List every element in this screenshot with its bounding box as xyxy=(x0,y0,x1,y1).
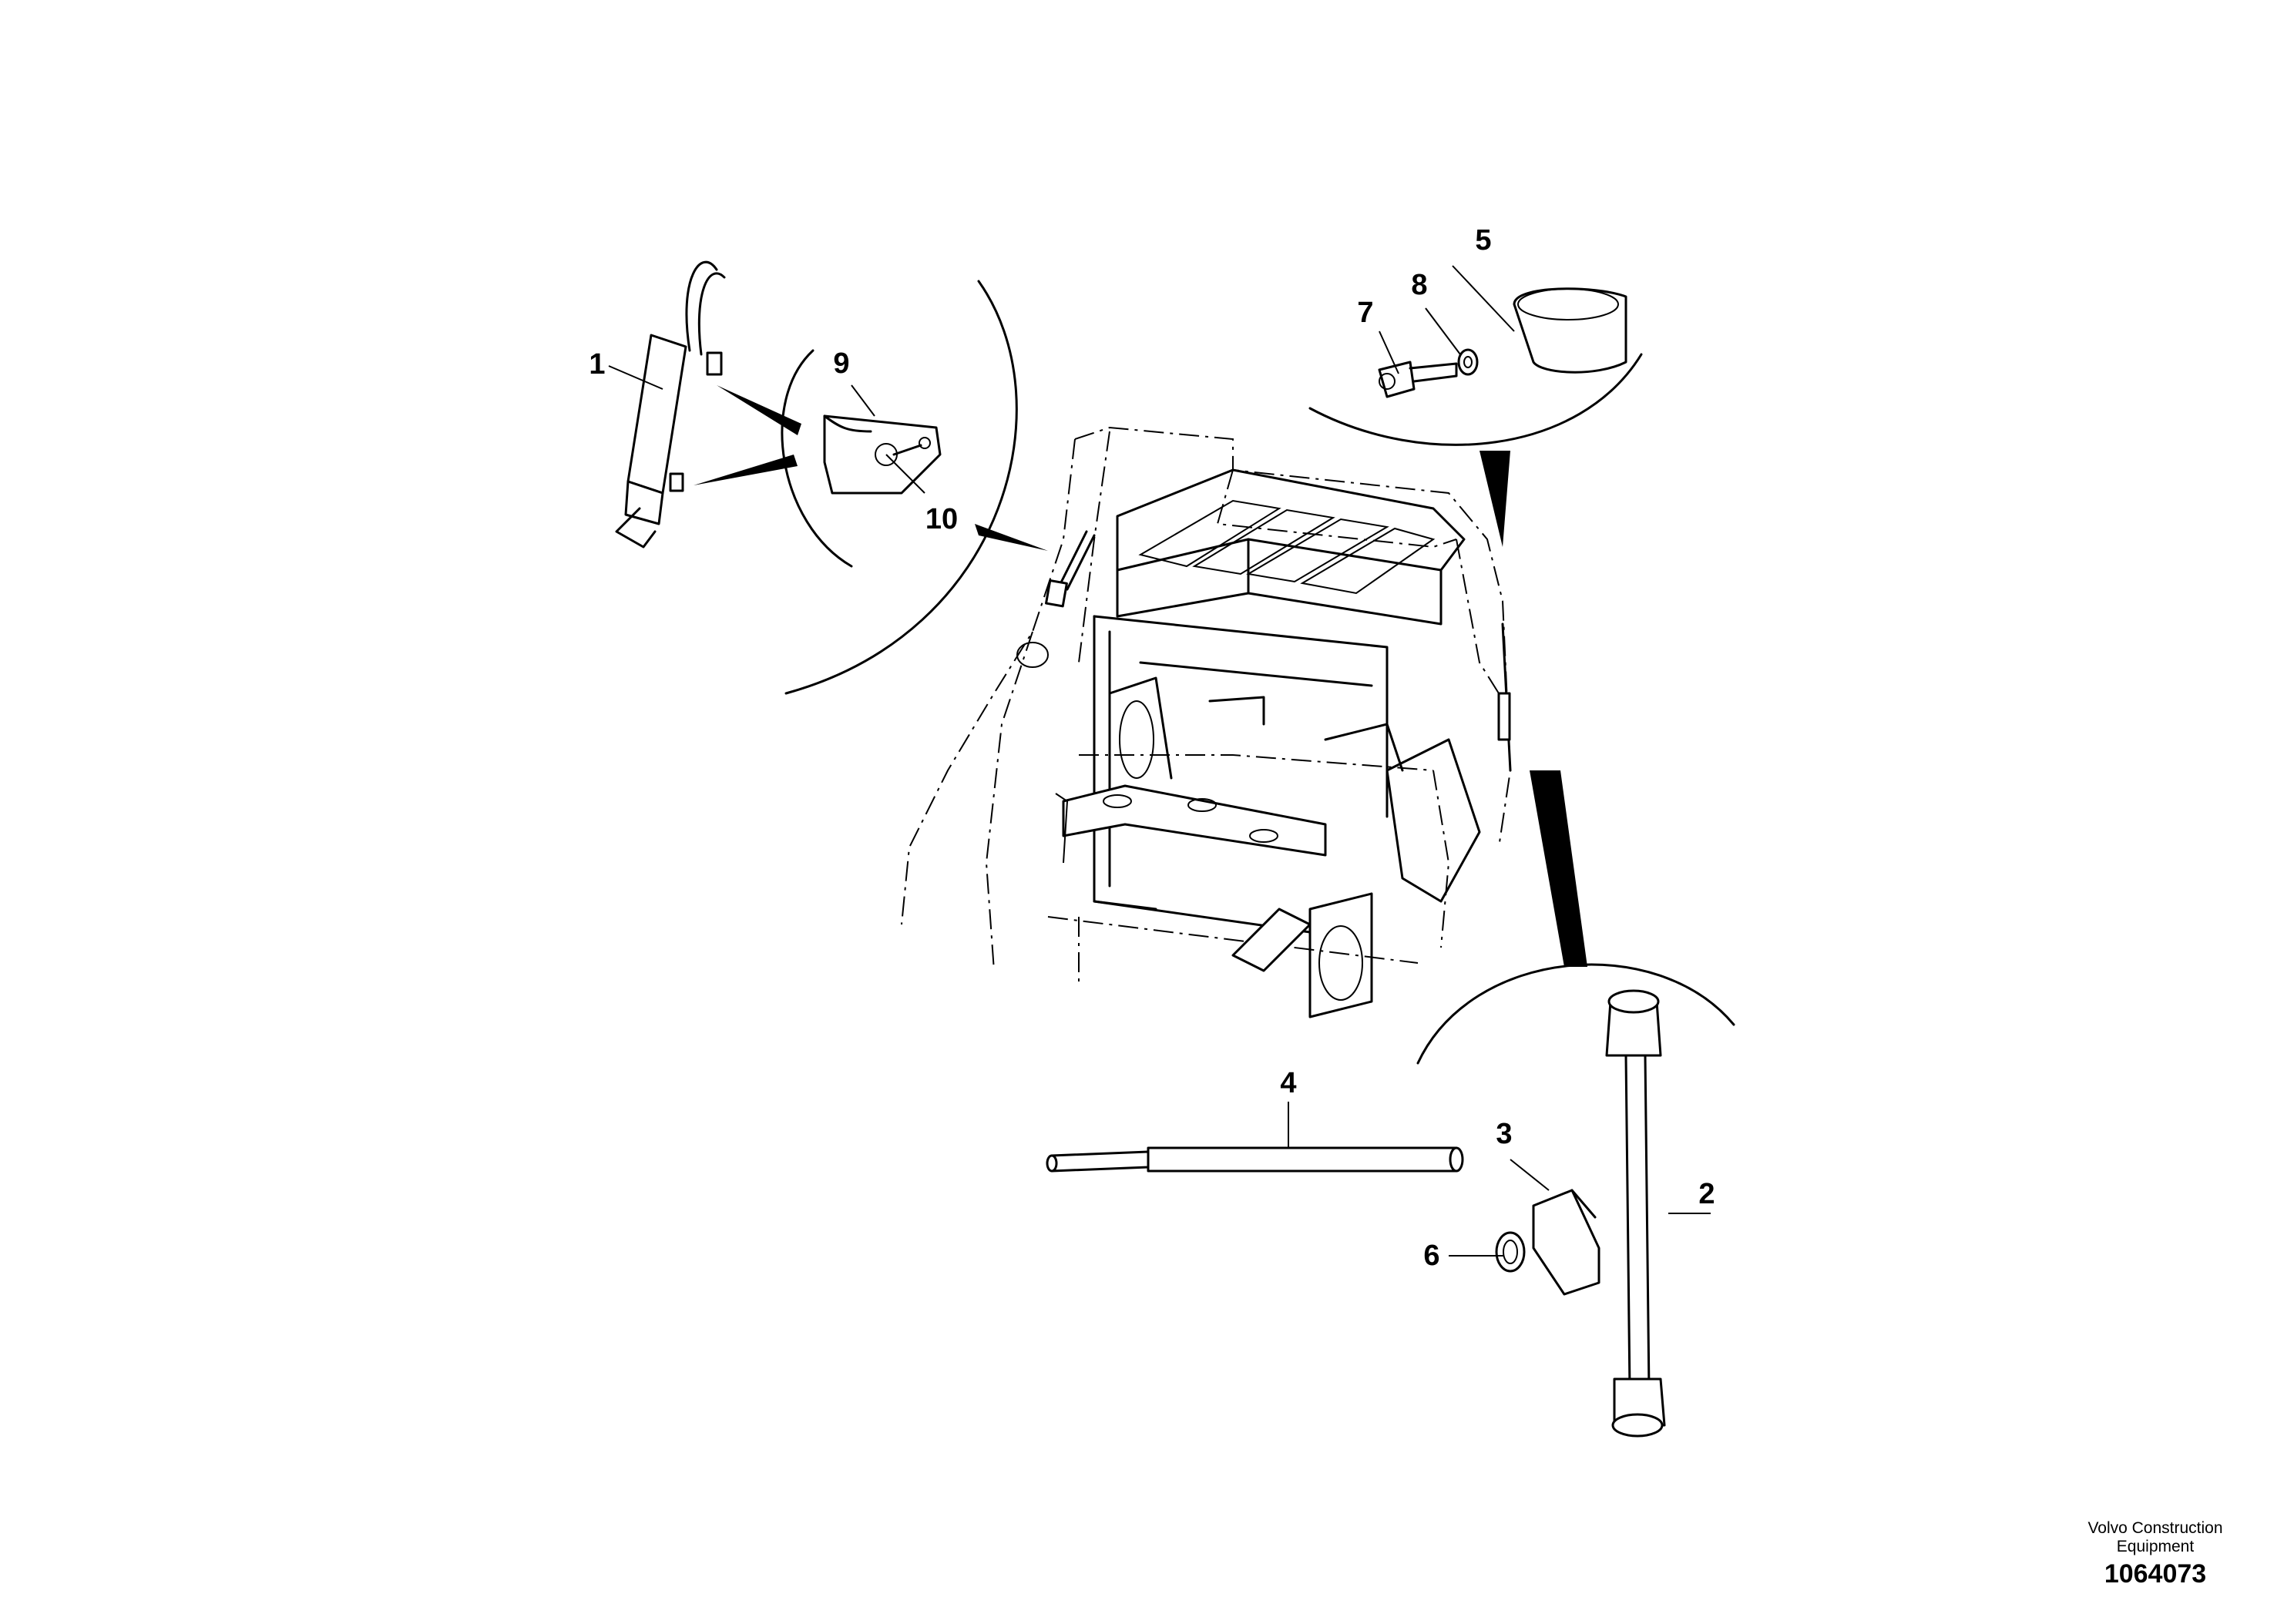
callout-3: 3 xyxy=(1496,1118,1512,1150)
machine-frame xyxy=(901,426,1512,1018)
wrench-part xyxy=(1605,989,1666,1438)
callout-7: 7 xyxy=(1357,297,1373,329)
brand-line-2: Equipment xyxy=(2116,1538,2195,1555)
callout-2: 2 xyxy=(1698,1178,1715,1210)
ring-part xyxy=(1495,1231,1526,1273)
clamp-part xyxy=(823,414,942,495)
callout-10: 10 xyxy=(925,503,958,535)
callout-8: 8 xyxy=(1411,269,1427,301)
brand-line-1: Volvo Construction xyxy=(2087,1519,2223,1537)
leader-lines xyxy=(608,265,1711,1257)
detail-view-bottom-right xyxy=(1416,770,1735,1065)
callout-labels: 1 2 3 4 5 6 7 8 9 10 xyxy=(589,224,1715,1272)
bracket-clip-part xyxy=(1513,287,1627,374)
bolt-part xyxy=(1378,361,1458,398)
callout-9: 9 xyxy=(833,347,849,380)
callout-6: 6 xyxy=(1423,1240,1439,1272)
rod-part xyxy=(1046,1146,1464,1173)
cylinder-part xyxy=(615,260,726,549)
brand-caption: Volvo Construction Equipment xyxy=(2063,1519,2248,1556)
callout-4: 4 xyxy=(1280,1067,1296,1099)
detail-view-left xyxy=(694,280,1048,695)
callout-1: 1 xyxy=(589,348,605,381)
washer-part xyxy=(1457,348,1479,376)
document-number: 1064073 xyxy=(2104,1559,2207,1589)
holder-plate-part xyxy=(1532,1189,1600,1296)
detail-view-top-right xyxy=(1308,353,1643,547)
callout-5: 5 xyxy=(1475,224,1491,257)
